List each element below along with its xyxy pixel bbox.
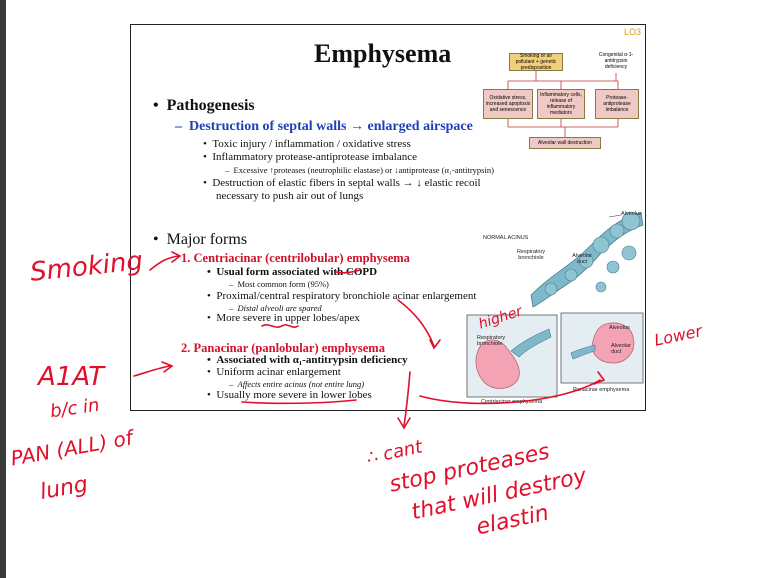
underline-copd [335,269,361,274]
panacinar-b1: • Associated with α₁-antitrypsin deficie… [207,354,408,366]
centriacinar-b3: • More severe in upper lobes/apex [207,312,360,324]
pathogenesis-heading: • Pathogenesis [153,97,255,114]
label-normal-acinus: NORMAL ACINUS [483,235,529,241]
arrow-to-panacinar [419,379,601,405]
pathogenesis-item-3: • Destruction of elastic fibers in septa… [203,177,481,189]
lecture-slide: LO3 Emphysema Smoking or air pollutant +… [130,24,646,411]
arrow-a1at [133,365,171,377]
pathogenesis-item-1: • Toxic injury / inflammation / oxidativ… [203,138,411,150]
pathogenesis-sub: – Destruction of septal walls → enlarged… [175,119,473,134]
centriacinar-title: 1. Centriacinar (centrilobular) emphysem… [181,251,410,265]
panacinar-b2-sub: – Affects entire acinus (not entire lung… [229,379,365,389]
flow-box-oxidative: Oxidative stress, increased apoptosis an… [483,89,533,119]
flow-box-protease: Protease-antiprotease imbalance [595,89,639,119]
arrowhead-a1at [161,361,174,373]
arrowhead-cant [397,417,411,430]
pathogenesis-item-3-cont: necessary to push air out of lungs [216,190,364,202]
flow-box-congenital: Congenital α-1-antitrypsin deficiency [593,49,639,73]
normal-acinus-shape [530,211,644,308]
caption-panacinar: Panacinar emphysema [573,387,630,393]
label-alveolus-2: Alveolus [609,325,630,331]
arrowhead-smoking [171,251,182,263]
acinus-illustration [466,211,644,398]
slide-title: Emphysema [314,39,452,68]
pathogenesis-item-2: • Inflammatory protease-antiprotease imb… [203,151,417,163]
arrowhead-panacinar [593,371,606,385]
underline-lower-lobes [241,399,357,405]
arrowhead-centriacinar [429,339,441,350]
learning-objective-tag: LO3 [623,27,641,37]
label-alveolar-duct-2: Alveolar duct [611,343,631,355]
pathogenesis-detail: – Excessive ↑proteases (neutrophilic ela… [225,165,494,175]
label-resp-bronchiole: Respiratory bronchiole [516,249,546,261]
label-resp-bronchiole-2: Respiratory bronchiole [477,335,506,347]
squiggle-upper-lobes [261,324,299,328]
arrow-to-centriacinar [397,299,435,347]
major-forms-heading: • Major forms [153,231,248,248]
panacinar-b3: • Usually more severe in lower lobes [207,389,372,401]
left-edge-strip [0,0,6,578]
arrow-smoking [149,255,179,271]
panacinar-b2: • Uniform acinar enlargement [207,366,341,378]
flow-box-smoking: Smoking or air pollutant + genetic predi… [509,53,563,71]
label-alveolus: Alveolus [621,211,642,217]
centriacinar-b2: • Proximal/central respiratory bronchiol… [207,290,477,302]
centriacinar-b1-sub: – Most common form (95%) [229,279,329,289]
label-alveolar-duct: Alveolar duct [572,253,592,265]
flow-box-destruction: Alveolar wall destruction [529,137,601,149]
centriacinar-b1: • Usual form associated with COPD [207,266,378,278]
arrow-down-cant [403,371,411,427]
centriacinar-b2-sub: – Distal alveoli are spared [229,303,322,313]
panacinar-title: 2. Panacinar (panlobular) emphysema [181,341,385,355]
handwriting-a1at: A1AT [38,362,105,392]
flow-box-inflammatory: Inflammatory cells, release of inflammat… [537,89,585,119]
flowchart-arrows [507,71,619,137]
